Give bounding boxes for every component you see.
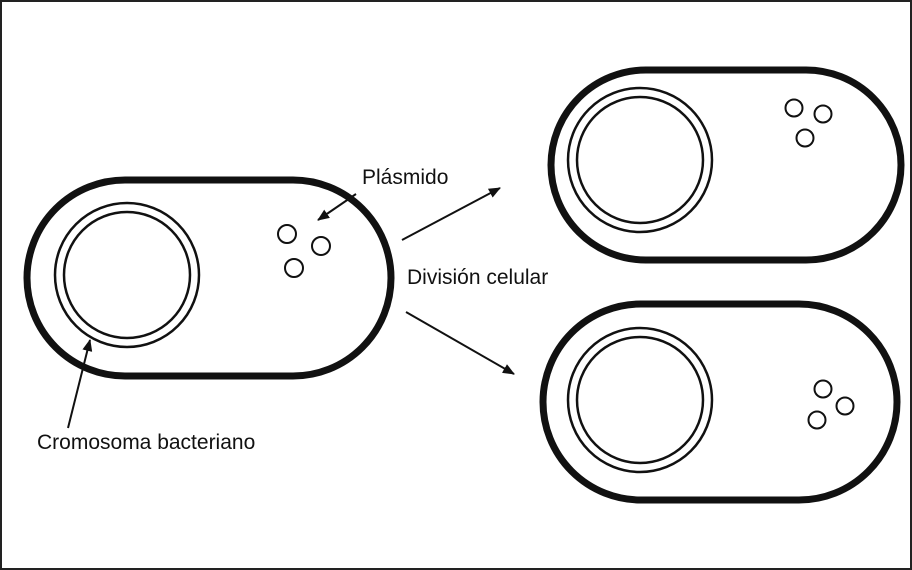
bacterial-chromosome-label: Cromosoma bacteriano <box>37 431 255 454</box>
plasmid-label: Plásmido <box>362 166 448 189</box>
cell-division-label: División celular <box>407 266 548 289</box>
